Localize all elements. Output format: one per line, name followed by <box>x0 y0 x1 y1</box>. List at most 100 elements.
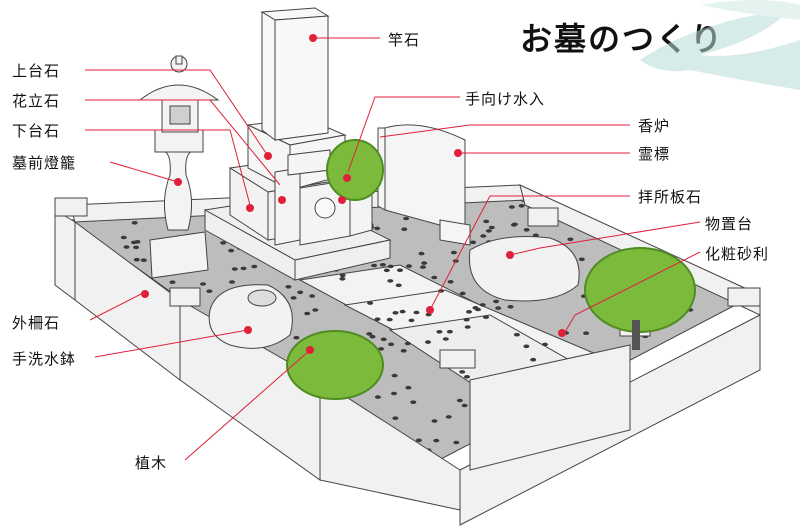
gravel-dot <box>459 291 466 296</box>
gravel-dot <box>415 438 422 443</box>
gravel-dot <box>378 347 385 351</box>
gravel-dot <box>391 391 397 396</box>
gravel-dot <box>447 280 454 284</box>
gravel-dot <box>495 306 502 310</box>
gravel-dot <box>399 309 406 314</box>
gravel-dot <box>542 342 548 347</box>
gravel-dot <box>206 289 213 294</box>
gravel-dot <box>488 225 495 230</box>
gravel-dot <box>456 398 463 403</box>
gravel-dot <box>405 385 412 390</box>
gravel-dot <box>403 216 410 221</box>
label-joudaiishi: 上台石 <box>12 62 61 80</box>
gravel-dot <box>453 440 460 445</box>
gravel-dot <box>431 419 438 423</box>
gravel-dot <box>523 344 530 349</box>
gravel-dot <box>339 273 346 278</box>
gravel-dot <box>374 395 381 399</box>
gravel-dot <box>442 337 449 341</box>
gravel-dot <box>240 266 247 271</box>
gravel-dot <box>530 357 537 362</box>
gravel-dot <box>445 415 452 419</box>
gravel-dot <box>371 263 378 268</box>
gravel-dot <box>523 228 530 232</box>
gravel-dot <box>367 301 374 305</box>
leader-lines <box>85 37 701 461</box>
gravel-dot <box>420 265 426 269</box>
gravel-dot <box>406 264 412 268</box>
gravel-dot <box>418 251 425 256</box>
gravel-dot <box>583 331 590 336</box>
gravel-dot <box>472 306 479 310</box>
gravel-dot <box>395 283 402 288</box>
label-shitadaiishi: 下台石 <box>12 122 61 140</box>
gravel-dot <box>285 285 292 289</box>
gravel-dot <box>567 237 574 242</box>
gravel-dot <box>450 250 457 255</box>
label-shokuboku: 植木 <box>135 454 168 472</box>
gravel-dot <box>388 342 395 347</box>
gravel-dot <box>508 205 515 209</box>
label-haisho: 拝所板石 <box>638 188 703 206</box>
gravel-dot <box>480 234 487 238</box>
gravel-dot <box>386 317 393 322</box>
gravel-dot <box>366 332 373 336</box>
gravel-dot <box>200 282 206 286</box>
decorative-swirl <box>640 0 800 90</box>
gravel-dot <box>479 303 486 307</box>
gravel-dot <box>410 400 417 405</box>
gravel-dot <box>369 334 376 339</box>
gravel-dot <box>228 248 235 253</box>
label-saoishi: 竿石 <box>388 31 421 49</box>
label-tourou: 墓前燈籠 <box>12 154 77 172</box>
gravel-dot <box>374 226 381 231</box>
gravel-dot <box>391 373 398 378</box>
gravel-dot <box>304 311 311 316</box>
gravel-dot <box>309 294 316 298</box>
label-chouzubachi: 手洗水鉢 <box>12 350 77 368</box>
gravel-dot <box>400 349 407 353</box>
gravel-dot <box>220 241 227 245</box>
gravel-dot <box>485 229 492 233</box>
leader-dots <box>141 34 566 354</box>
gravel-dot <box>169 280 176 285</box>
gravel-dot <box>130 240 137 245</box>
stone-lantern <box>138 55 220 279</box>
gravel-dot <box>401 227 408 231</box>
label-temuke: 手向け水入 <box>465 90 546 108</box>
gravel-dot <box>312 308 319 312</box>
gravel-dot <box>464 325 471 329</box>
gravel-dot <box>421 261 428 265</box>
gravel-dot <box>446 329 453 334</box>
gravel-dot <box>293 335 300 340</box>
gravel-dot <box>578 257 585 262</box>
gravel-dot <box>413 310 420 315</box>
label-keshou: 化粧砂利 <box>705 245 770 263</box>
label-kouro: 香炉 <box>638 117 671 135</box>
gravel-dot <box>297 290 304 295</box>
gravel-dot <box>470 240 477 245</box>
hand-wash-basin <box>208 284 293 349</box>
gravel-dot <box>513 332 520 337</box>
gravel-dot <box>374 317 381 322</box>
gravel-dot <box>461 403 468 408</box>
gravel-dot <box>251 264 258 269</box>
gravel-dot <box>140 258 147 263</box>
label-monooki: 物置台 <box>705 215 754 233</box>
gravel-dot <box>463 317 470 322</box>
gravel-dot <box>397 268 403 273</box>
gravel-dot <box>392 416 399 421</box>
gravel-dot <box>507 305 514 309</box>
gravel-dot <box>518 204 525 208</box>
gravel-dot <box>387 264 394 269</box>
gravel-dot <box>133 257 140 262</box>
gravel-dot <box>459 370 466 374</box>
main-pillar-stone <box>260 7 330 142</box>
label-gaisaku: 外柵石 <box>12 314 61 332</box>
gravel-dot <box>339 277 346 281</box>
gravel-dot <box>229 280 235 284</box>
gravel-dot <box>133 245 140 250</box>
label-reihyou: 霊標 <box>638 145 671 163</box>
